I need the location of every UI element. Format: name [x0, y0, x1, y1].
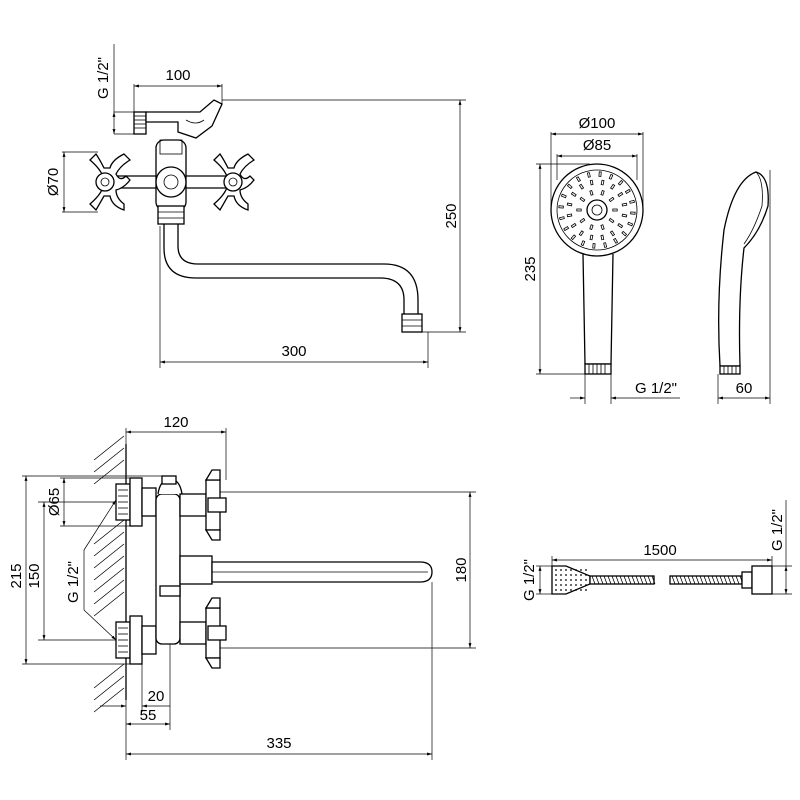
dim-outer-diameter: Ø100 — [579, 115, 616, 132]
dim-total-length: 335 — [266, 735, 291, 752]
dim-side-top-width: 120 — [163, 414, 188, 431]
side-view-dimensions: 120 Ø65 215 150 G 1/2" 180 20 55 — [8, 414, 476, 760]
dim-offset-55: 55 — [140, 707, 157, 724]
front-view-dimensions: 100 G 1/2" Ø70 250 300 — [45, 44, 466, 368]
dim-shower-length: 235 — [522, 256, 539, 281]
faucet-side-view — [115, 469, 433, 669]
spout — [163, 224, 423, 333]
dim-thread-top: G 1/2" — [95, 57, 112, 99]
dim-inlet-spacing: 150 — [26, 563, 43, 588]
shower-head-front — [550, 163, 644, 375]
dim-offset-20: 20 — [148, 688, 165, 705]
hose-dimensions: 1500 G 1/2" G 1/2" — [521, 500, 792, 601]
shower-dimensions: Ø100 Ø85 235 G 1/2" 60 — [522, 115, 771, 404]
dim-outer-height: 215 — [8, 563, 25, 588]
left-cross-handle — [89, 152, 132, 212]
dim-height: 250 — [443, 203, 460, 228]
shower-head-side — [718, 171, 769, 375]
faucet-front-view — [89, 99, 423, 333]
dim-hose-thread-right: G 1/2" — [769, 509, 786, 551]
shower-hose — [551, 565, 773, 595]
right-cross-handle — [213, 152, 256, 212]
wall-hatching — [93, 435, 127, 713]
dim-spout-height: 180 — [453, 557, 470, 582]
dim-side-thread: G 1/2" — [65, 561, 82, 603]
dim-hose-length: 1500 — [643, 542, 676, 559]
dim-shower-depth: 60 — [736, 380, 753, 397]
dim-face-diameter: Ø85 — [583, 137, 611, 154]
dim-handle-diameter: Ø70 — [45, 168, 62, 196]
shower-nozzles — [558, 171, 636, 249]
dim-spout-length: 300 — [281, 343, 306, 360]
dim-width-top: 100 — [165, 67, 190, 84]
dim-shower-thread: G 1/2" — [635, 380, 677, 397]
dim-hose-thread-left: G 1/2" — [521, 559, 538, 601]
